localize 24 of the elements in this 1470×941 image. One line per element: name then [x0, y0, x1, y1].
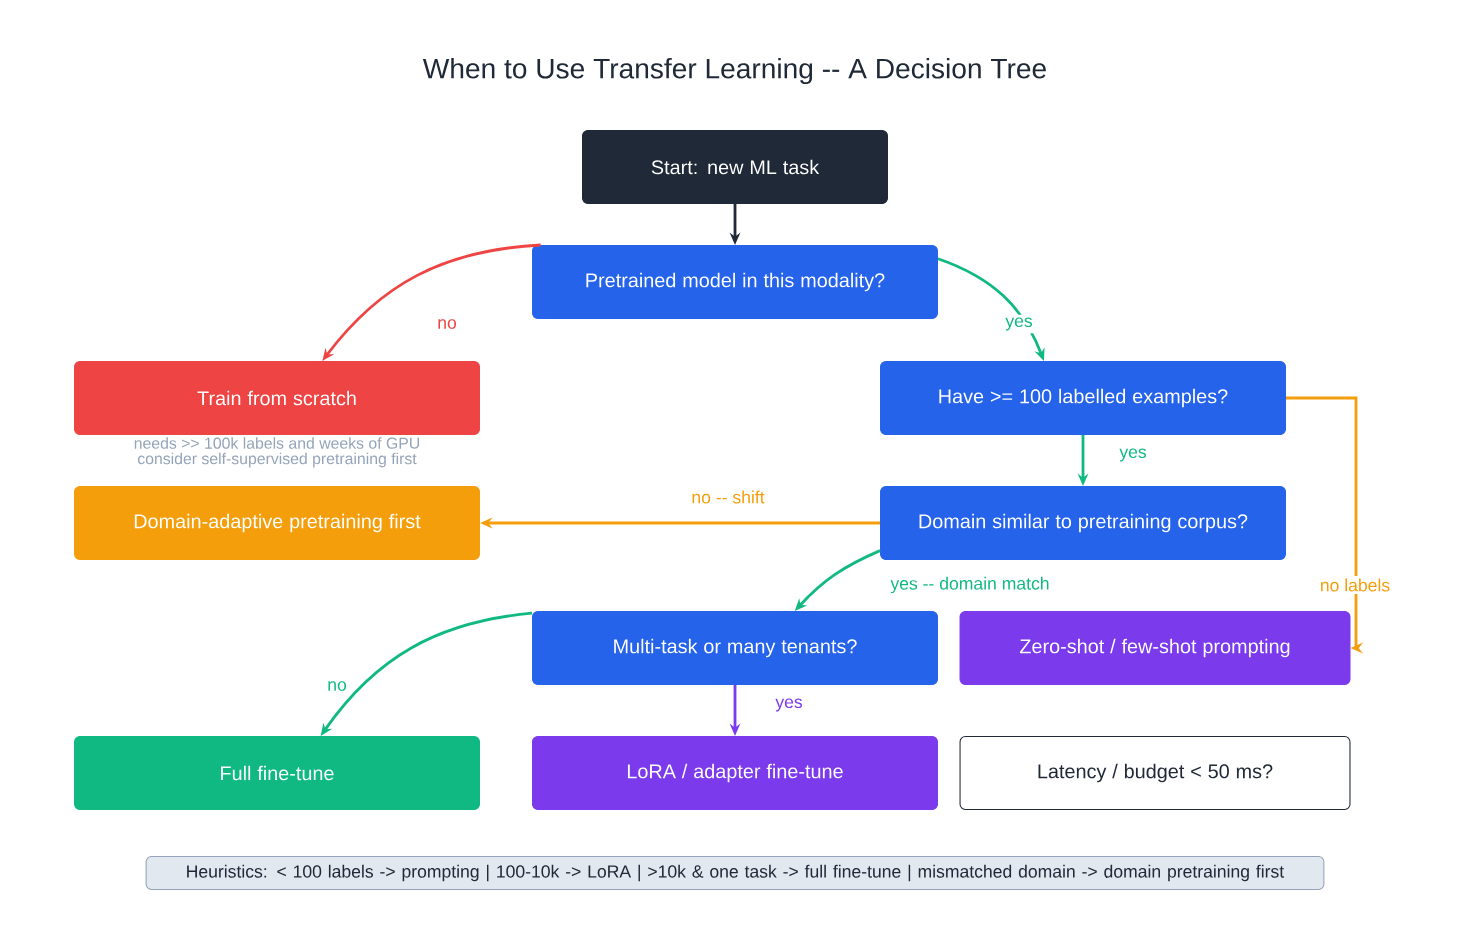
edge-label: yes	[1002, 314, 1036, 334]
edge-label: no	[324, 678, 350, 694]
start-box: Start: new ML task	[582, 130, 888, 205]
outcome-box: Train from scratch	[74, 361, 480, 436]
arrow	[1286, 396, 1363, 654]
edge-label: yes	[1116, 445, 1150, 465]
decision-box: Have >= 100 labelled examples?	[880, 361, 1286, 436]
title: When to Use Transfer Learning -- A Decision Tree	[422, 57, 1046, 85]
outcome-box: Full fine-tune	[74, 736, 480, 811]
edge-label: no	[434, 316, 460, 332]
outcome-box: Zero-shot / few-shot prompting	[959, 611, 1351, 686]
decision-box: Multi-task or many tenants?	[532, 611, 938, 686]
edge-label: no -- shift	[688, 487, 768, 507]
decision-box: Pretrained model in this modality?	[532, 245, 938, 320]
note-box: Heuristics: < 100 labels -> prompting | 100-10k -> LoRA | >10k & one task -> full fine-tune | mismatched domain -> domain pretraining first	[145, 856, 1325, 891]
outcome-box: Domain-adaptive pretraining first	[74, 486, 480, 561]
outcome-box: LoRA / adapter fine-tune	[532, 736, 938, 811]
edge-label: no labels	[1317, 575, 1393, 595]
decision-box: Domain similar to pretraining corpus?	[880, 486, 1286, 561]
decision-box: Latency / budget < 50 ms?	[959, 736, 1351, 811]
note-text: needs >> 100k labels and weeks of GPU	[134, 437, 419, 449]
edge-label: yes	[772, 695, 806, 715]
note-text: consider self-supervised pretraining first	[137, 452, 417, 468]
edge-label: yes -- domain match	[887, 574, 1053, 596]
